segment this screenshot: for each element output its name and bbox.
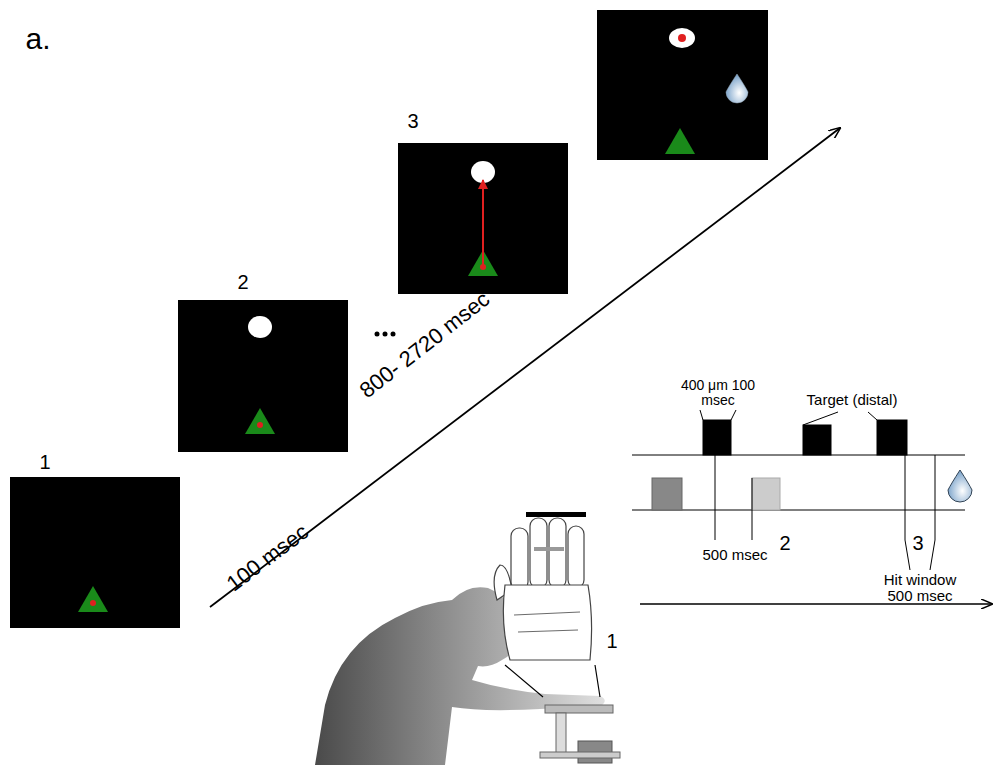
screen: [10, 477, 180, 628]
screen: [398, 143, 568, 294]
duration-label: 100 msec: [223, 520, 314, 597]
duration-label: 800- 2720 msec: [355, 287, 494, 403]
screen-number: 1: [39, 451, 50, 473]
timeline: [632, 410, 992, 604]
callout-number: 2: [779, 532, 790, 554]
screen: [597, 10, 768, 160]
hit-window-label: Hit window 500 msec: [878, 572, 963, 605]
screen-number: 2: [237, 271, 248, 293]
water-drop: [948, 470, 972, 502]
panel-letter: a.: [25, 22, 50, 55]
callout-number: 1: [606, 630, 617, 652]
ellipsis-dots: [375, 332, 396, 337]
hand: [494, 518, 591, 660]
target-label: Target (distal): [807, 392, 898, 409]
callout-number: 3: [912, 532, 923, 554]
interval-label: 500 msec: [702, 547, 767, 564]
screen: [178, 300, 348, 452]
zoom-line: [595, 665, 600, 697]
probe-contact: [534, 547, 564, 551]
zoom-line: [505, 665, 543, 697]
stimulator-bar: [526, 512, 586, 517]
screen-number: 3: [407, 110, 418, 132]
apparatus: [540, 705, 620, 763]
time-arrow: [210, 128, 840, 607]
stimulus-label: 400 μm 100 msec: [678, 378, 758, 409]
